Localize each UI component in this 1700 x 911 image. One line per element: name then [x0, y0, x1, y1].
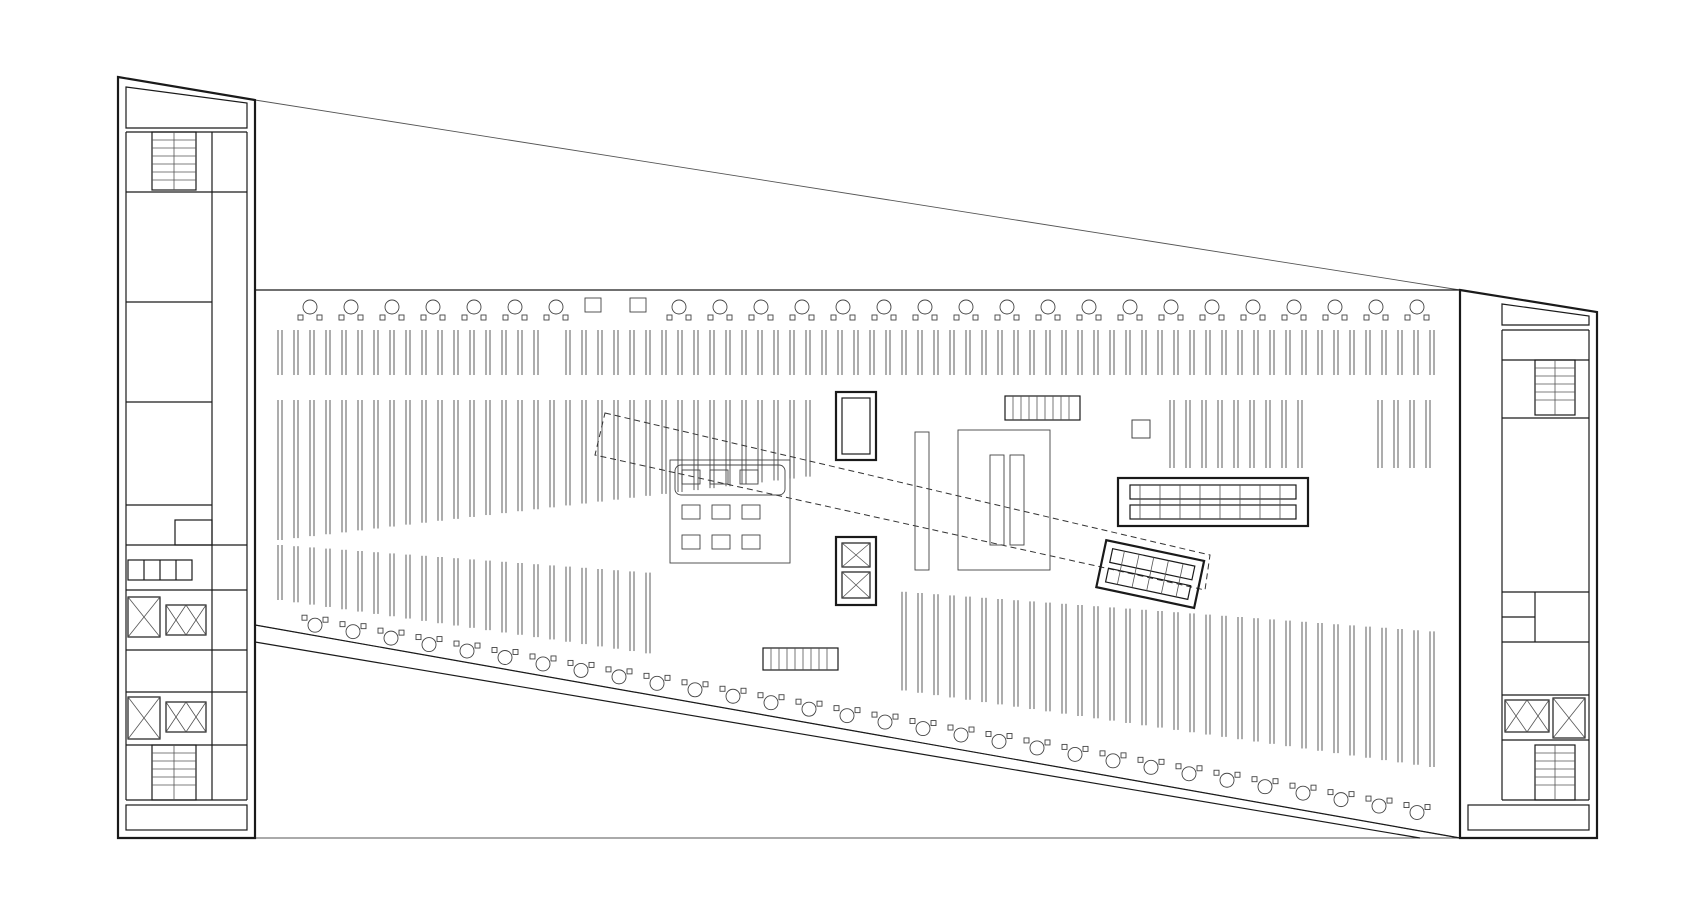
round-table — [1035, 299, 1061, 321]
stair-icon — [1534, 744, 1576, 801]
round-table — [339, 621, 367, 640]
round-table — [1403, 802, 1431, 820]
round-table — [529, 653, 557, 672]
round-table — [420, 299, 446, 321]
round-table — [1322, 299, 1348, 321]
round-table — [1365, 795, 1393, 814]
round-table — [1240, 299, 1266, 321]
escalator-icon — [1116, 476, 1310, 528]
stair-icon — [1004, 395, 1081, 421]
round-table — [605, 666, 633, 685]
stair-icon — [151, 744, 197, 801]
round-table — [871, 299, 897, 321]
round-table — [1213, 769, 1241, 788]
round-table — [1175, 763, 1203, 782]
reading-room — [669, 459, 791, 564]
round-table — [833, 705, 861, 724]
central-features — [584, 297, 1310, 671]
round-table — [909, 718, 937, 737]
round-table — [985, 731, 1013, 749]
round-table — [666, 299, 692, 321]
round-table — [301, 614, 329, 633]
round-table — [491, 647, 519, 665]
round-table — [1327, 789, 1355, 808]
round-table — [415, 634, 443, 653]
round-table — [947, 724, 975, 743]
building-outline — [254, 99, 1461, 839]
round-table — [1404, 299, 1430, 321]
elevator-icon — [1504, 697, 1586, 739]
round-table — [789, 299, 815, 321]
stair-icon — [762, 647, 839, 671]
round-table — [1281, 299, 1307, 321]
round-table — [1199, 299, 1225, 321]
round-table — [1099, 750, 1127, 769]
round-table — [912, 299, 938, 321]
round-table — [1076, 299, 1102, 321]
round-table — [1137, 756, 1165, 775]
round-table — [748, 299, 774, 321]
round-table — [453, 640, 481, 659]
round-table — [1251, 776, 1279, 795]
round-table — [681, 679, 709, 698]
round-table — [1289, 782, 1317, 801]
book-stacks — [277, 330, 1435, 768]
round-table — [871, 711, 899, 730]
round-table — [1061, 743, 1089, 762]
round-table — [338, 299, 364, 321]
left-service-core — [116, 75, 257, 840]
escalator-icon — [1095, 538, 1206, 610]
round-table — [953, 299, 979, 321]
round-table — [502, 299, 528, 321]
round-table — [795, 698, 823, 717]
perimeter-seating — [297, 299, 1431, 820]
round-table — [757, 692, 785, 711]
round-table — [567, 659, 595, 678]
round-table — [377, 627, 405, 646]
round-table — [1023, 737, 1051, 756]
round-table — [461, 299, 487, 321]
stair-icon — [151, 131, 197, 191]
round-table — [379, 299, 405, 321]
round-table — [297, 299, 323, 321]
elevator-icon — [127, 596, 207, 638]
round-table — [719, 685, 747, 704]
round-table — [994, 299, 1020, 321]
round-table — [643, 672, 671, 691]
round-table — [543, 299, 569, 321]
round-table — [1363, 299, 1389, 321]
round-table — [830, 299, 856, 321]
round-table — [707, 299, 733, 321]
round-table — [1158, 299, 1184, 321]
round-table — [1117, 299, 1143, 321]
right-service-core — [1458, 288, 1599, 840]
elevator-icon — [841, 542, 871, 599]
elevator-icon — [127, 696, 207, 740]
stair-icon — [1534, 359, 1576, 416]
